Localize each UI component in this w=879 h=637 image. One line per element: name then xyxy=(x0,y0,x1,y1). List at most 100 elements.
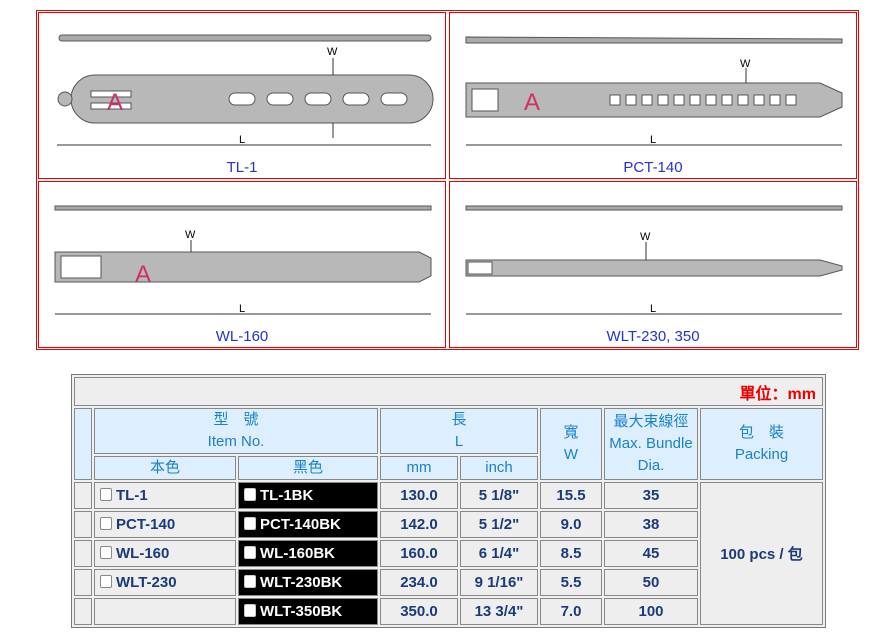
length-mm: 160.0 xyxy=(380,540,458,567)
header-bundle-en: Max. Bundle Dia. xyxy=(609,435,693,474)
header-mm: mm xyxy=(380,456,458,480)
product-caption: TL-1 xyxy=(226,159,258,176)
product-gallery: A W L TL-1 A W L PCT-140 A W L WL-160 W … xyxy=(36,10,859,350)
header-item-zh: 型 號 xyxy=(213,411,259,428)
wl-160-drawing: A W L xyxy=(54,205,432,315)
bundle-dia: 50 xyxy=(604,569,698,596)
length-mm: 142.0 xyxy=(380,511,458,538)
length-mm: 350.0 xyxy=(380,598,458,625)
header-black: 黑色 xyxy=(238,456,378,480)
width-value: 8.5 xyxy=(540,540,602,567)
length-inch: 6 1/4" xyxy=(460,540,538,567)
tl-1-drawing: A W L xyxy=(57,34,434,146)
black-item: WLT-350BK xyxy=(260,603,343,620)
header-length-en: L xyxy=(454,433,464,450)
width-value: 7.0 xyxy=(540,598,602,625)
black-cell: PCT-140BK xyxy=(238,511,378,538)
a-label: A xyxy=(524,89,540,116)
length-inch: 9 1/16" xyxy=(460,569,538,596)
header-packing-en: Packing xyxy=(734,446,789,463)
black-checkbox[interactable] xyxy=(244,575,256,588)
black-checkbox[interactable] xyxy=(244,488,256,501)
black-cell: WL-160BK xyxy=(238,540,378,567)
width-value: 15.5 xyxy=(540,482,602,509)
black-cell: TL-1BK xyxy=(238,482,378,509)
natural-item: TL-1 xyxy=(116,487,148,504)
a-label: A xyxy=(107,89,123,116)
header-spacer xyxy=(74,408,92,480)
product-panel-tl-1: A W L TL-1 xyxy=(38,12,446,179)
natural-checkbox[interactable] xyxy=(100,575,112,588)
natural-checkbox[interactable] xyxy=(100,488,112,501)
product-panel-wl-160: A W L WL-160 xyxy=(38,181,446,348)
length-inch: 13 3/4" xyxy=(460,598,538,625)
natural-checkbox[interactable] xyxy=(100,546,112,559)
width-value: 9.0 xyxy=(540,511,602,538)
product-caption: PCT-140 xyxy=(623,159,683,176)
l-label: L xyxy=(650,303,656,315)
bundle-dia: 45 xyxy=(604,540,698,567)
black-item: PCT-140BK xyxy=(260,516,341,533)
black-checkbox[interactable] xyxy=(244,517,256,530)
black-cell: WLT-350BK xyxy=(238,598,378,625)
bundle-dia: 35 xyxy=(604,482,698,509)
bundle-dia: 38 xyxy=(604,511,698,538)
pct-140-drawing: A W L xyxy=(465,36,843,146)
natural-item: PCT-140 xyxy=(116,516,176,533)
l-label: L xyxy=(239,134,245,146)
width-value: 5.5 xyxy=(540,569,602,596)
black-checkbox[interactable] xyxy=(244,604,256,617)
header-natural: 本色 xyxy=(94,456,236,480)
row-spacer xyxy=(74,511,92,538)
w-label: W xyxy=(327,46,338,58)
header-bundle-zh: 最大束線徑 xyxy=(613,413,689,430)
natural-cell xyxy=(94,598,236,625)
row-spacer xyxy=(74,540,92,567)
wlt-drawing: W L xyxy=(465,205,843,315)
natural-item: WL-160 xyxy=(116,545,170,562)
natural-cell: TL-1 xyxy=(94,482,236,509)
black-checkbox[interactable] xyxy=(244,546,256,559)
black-cell: WLT-230BK xyxy=(238,569,378,596)
header-packing: 包 裝 Packing xyxy=(700,408,823,480)
header-item-en: Item No. xyxy=(207,433,265,450)
product-panel-wlt-230-350: W L WLT-230, 350 xyxy=(449,181,857,348)
header-length-zh: 長 xyxy=(451,411,467,428)
length-mm: 234.0 xyxy=(380,569,458,596)
header-inch: inch xyxy=(460,456,538,480)
length-inch: 5 1/8" xyxy=(460,482,538,509)
header-bundle: 最大束線徑 Max. Bundle Dia. xyxy=(604,408,698,480)
header-width-en: W xyxy=(563,446,579,463)
row-spacer xyxy=(74,482,92,509)
product-panel-pct-140: A W L PCT-140 xyxy=(449,12,857,179)
l-label: L xyxy=(650,134,656,146)
product-caption: WL-160 xyxy=(215,328,269,345)
black-item: WL-160BK xyxy=(260,545,336,562)
w-label: W xyxy=(740,58,751,70)
w-label: W xyxy=(185,229,196,241)
natural-cell: PCT-140 xyxy=(94,511,236,538)
black-item: WLT-230BK xyxy=(260,574,343,591)
header-item: 型 號 Item No. xyxy=(94,408,378,454)
length-inch: 5 1/2" xyxy=(460,511,538,538)
a-label: A xyxy=(135,261,151,288)
product-caption: WLT-230, 350 xyxy=(606,328,700,345)
length-mm: 130.0 xyxy=(380,482,458,509)
natural-checkbox[interactable] xyxy=(100,517,112,530)
black-item: TL-1BK xyxy=(260,487,314,504)
natural-item: WLT-230 xyxy=(116,574,177,591)
bundle-dia: 100 xyxy=(604,598,698,625)
natural-cell: WL-160 xyxy=(94,540,236,567)
row-spacer xyxy=(74,598,92,625)
header-packing-zh: 包 裝 xyxy=(738,424,784,441)
row-spacer xyxy=(74,569,92,596)
packing-value: 100 pcs / 包 xyxy=(700,482,823,625)
